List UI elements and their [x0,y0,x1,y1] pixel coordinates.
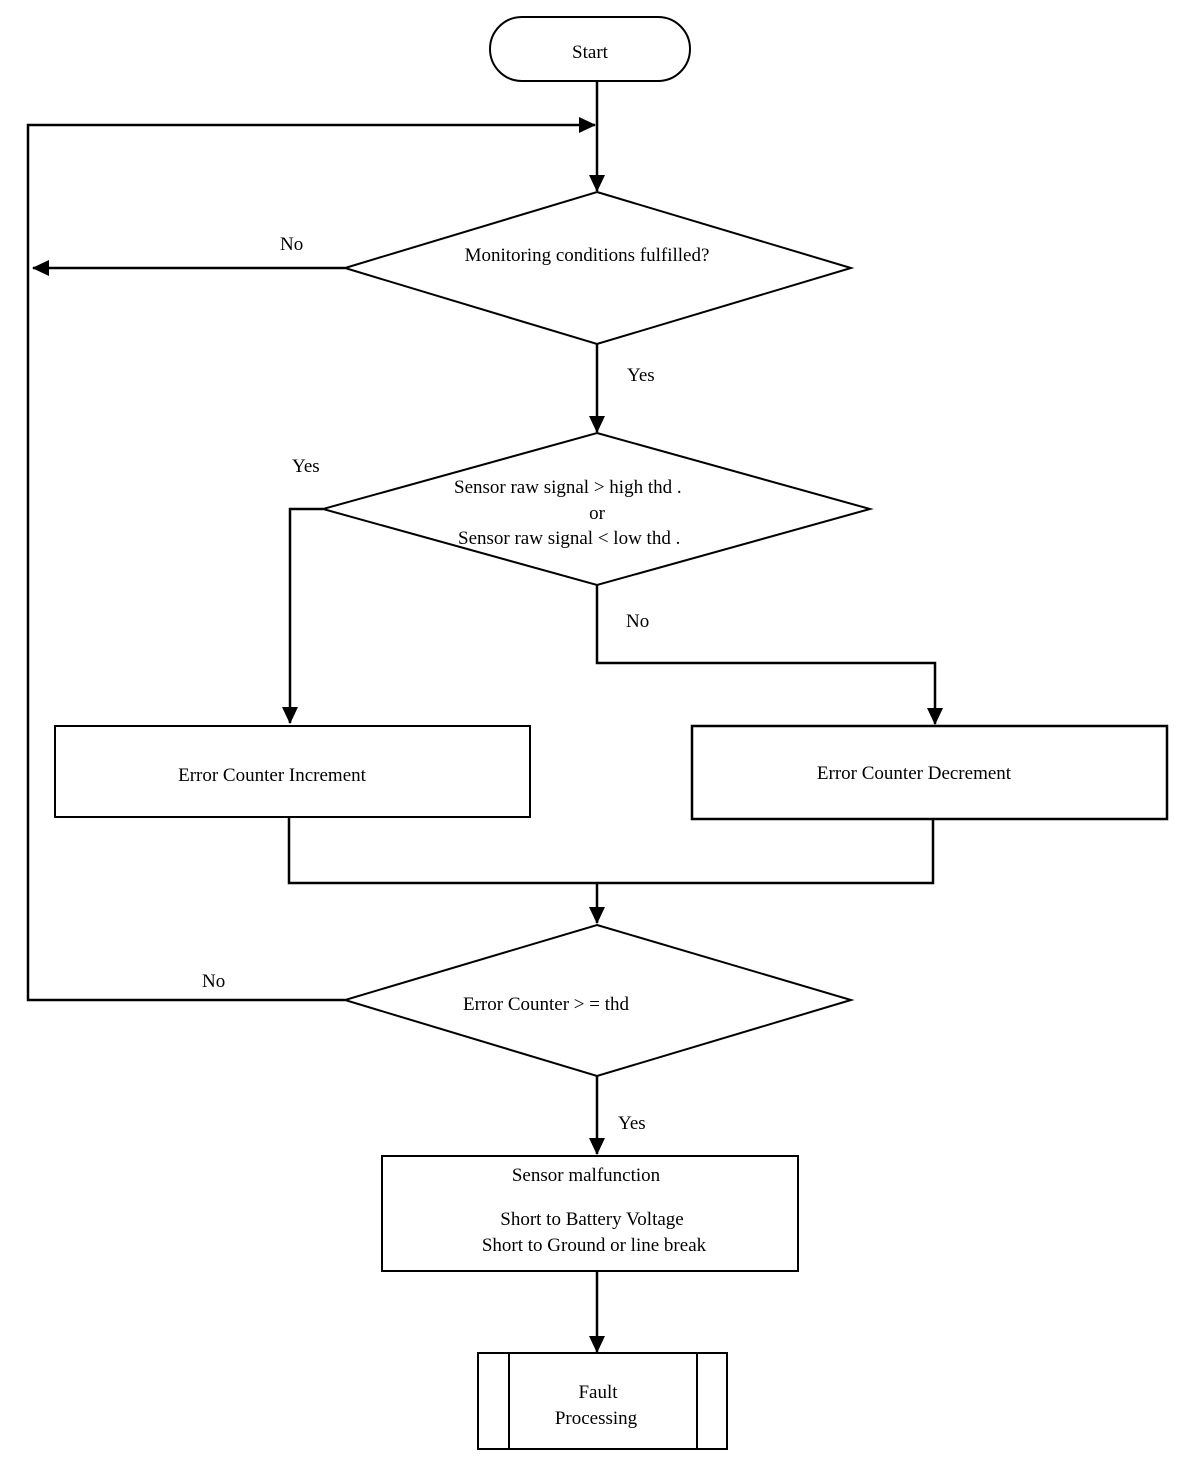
counter-decision-label: Error Counter > = thd [463,994,630,1015]
increment-process [54,725,531,818]
increment-label: Error Counter Increment [178,765,367,786]
signal-yes-label: Yes [292,456,320,477]
start-terminator [489,16,691,82]
signal-no-label: No [626,611,649,632]
malfunction-line1: Short to Battery Voltage [500,1209,683,1230]
fault-line2: Processing [555,1408,638,1429]
conditions-no-label: No [280,234,303,255]
connector-merge [287,818,935,885]
conditions-yes-label: Yes [627,365,655,386]
conditions-decision [341,190,855,346]
fault-line1: Fault [578,1382,618,1403]
counter-yes-label: Yes [618,1113,646,1134]
fault-processing-subroutine [477,1352,728,1450]
start-label: Start [572,42,609,63]
signal-decision-line2: or [589,503,606,524]
malfunction-line2: Short to Ground or line break [482,1235,707,1256]
counter-no-label: No [202,971,225,992]
connector-signal-no [595,585,943,725]
signal-decision-line1: Sensor raw signal > high thd . [454,477,682,498]
loop-back-connector [26,117,596,1002]
malfunction-process [381,1155,799,1272]
conditions-decision-label: Monitoring conditions fulfilled? [465,245,710,266]
malfunction-title: Sensor malfunction [512,1165,661,1186]
decrement-label: Error Counter Decrement [817,763,1012,784]
signal-decision-line3: Sensor raw signal < low thd . [458,528,680,549]
decrement-process [690,724,1169,821]
connector-signal-yes [282,507,323,724]
